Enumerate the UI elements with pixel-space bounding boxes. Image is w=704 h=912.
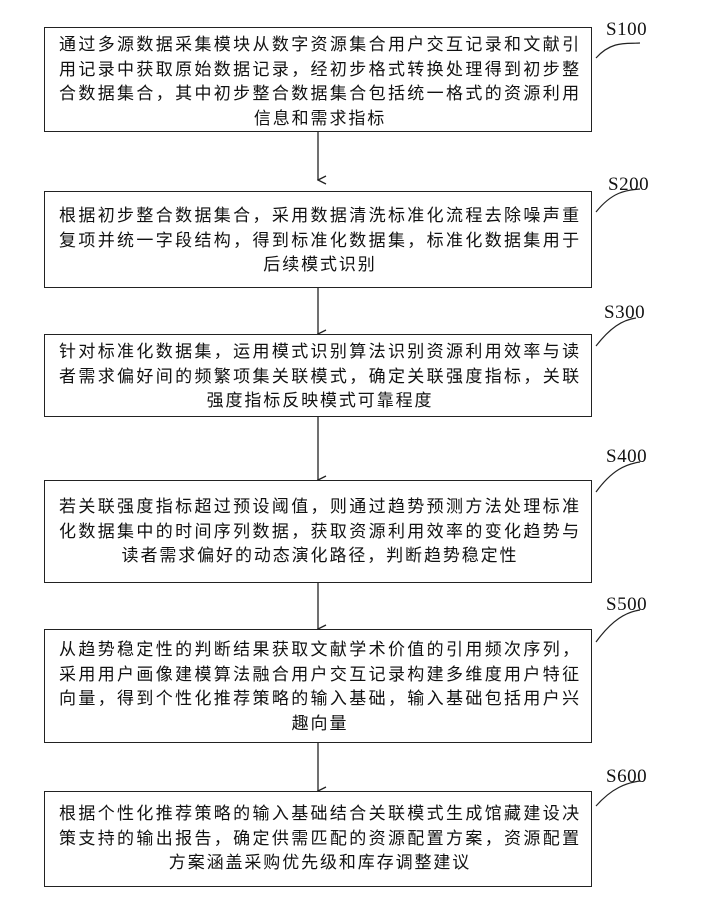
- step-label-s100: S100: [606, 19, 647, 41]
- step-text-s600: 根据个性化推荐策略的输入基础结合关联模式生成馆藏建设决策支持的输出报告，确定供需…: [59, 802, 581, 876]
- step-box-s500: 从趋势稳定性的判断结果获取文献学术价值的引用频次序列，采用用户画像建模算法融合用…: [44, 629, 592, 743]
- step-label-s400: S400: [606, 446, 647, 468]
- step-label-s200: S200: [608, 174, 649, 196]
- step-label-s300: S300: [604, 302, 645, 324]
- step-text-s500: 从趋势稳定性的判断结果获取文献学术价值的引用频次序列，采用用户画像建模算法融合用…: [59, 638, 581, 736]
- step-text-s100: 通过多源数据采集模块从数字资源集合用户交互记录和文献引用记录中获取原始数据记录，…: [59, 33, 581, 131]
- step-text-s200: 根据初步整合数据集合，采用数据清洗标准化流程去除噪声重复项并统一字段结构，得到标…: [59, 204, 581, 278]
- step-box-s100: 通过多源数据采集模块从数字资源集合用户交互记录和文献引用记录中获取原始数据记录，…: [44, 27, 592, 132]
- leader-s100: [596, 43, 640, 58]
- step-label-s600: S600: [606, 766, 647, 788]
- step-box-s400: 若关联强度指标超过预设阈值，则通过趋势预测方法处理标准化数据集中的时间序列数据，…: [44, 480, 592, 583]
- step-box-s600: 根据个性化推荐策略的输入基础结合关联模式生成馆藏建设决策支持的输出报告，确定供需…: [44, 791, 592, 887]
- step-text-s300: 针对标准化数据集，运用模式识别算法识别资源利用效率与读者需求偏好间的频繁项集关联…: [59, 340, 581, 414]
- step-text-s400: 若关联强度指标超过预设阈值，则通过趋势预测方法处理标准化数据集中的时间序列数据，…: [59, 495, 581, 569]
- step-box-s300: 针对标准化数据集，运用模式识别算法识别资源利用效率与读者需求偏好间的频繁项集关联…: [44, 334, 592, 417]
- step-label-s500: S500: [606, 594, 647, 616]
- step-box-s200: 根据初步整合数据集合，采用数据清洗标准化流程去除噪声重复项并统一字段结构，得到标…: [44, 191, 592, 288]
